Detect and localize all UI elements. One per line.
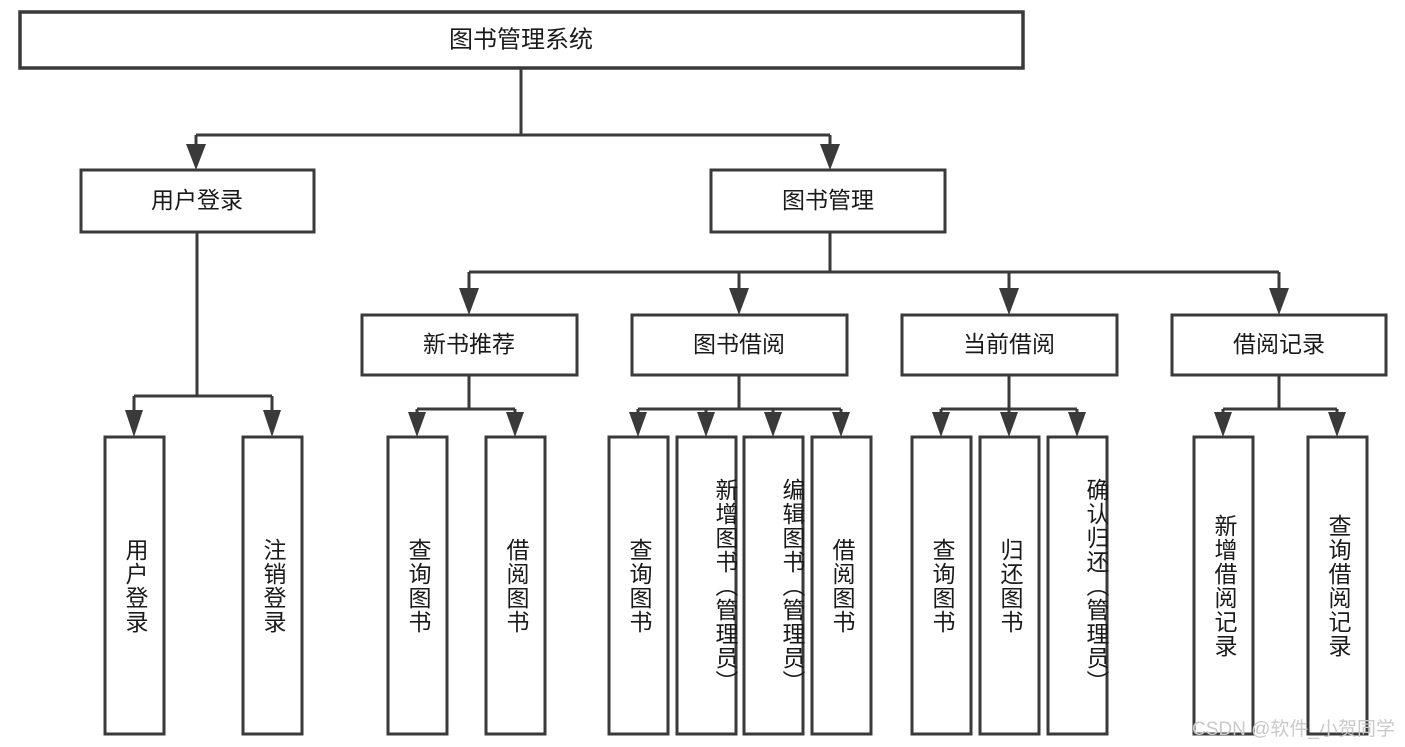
edge-group-bookmgmt-to-level3	[459, 232, 1289, 315]
csdn-watermark: CSDN @软件_小贺同学	[1192, 719, 1395, 740]
node-leaf-return-book-box[interactable]	[978, 435, 1041, 736]
node-leaf-user-login-box[interactable]	[103, 435, 166, 736]
node-new-book-recommend-box	[360, 313, 579, 377]
node-leaf-query-record-box[interactable]	[1306, 435, 1369, 736]
node-current-borrow-label: 当前借阅	[963, 331, 1055, 357]
edge-group-root-to-level2	[186, 68, 840, 170]
node-new-book-recommend-label: 新书推荐	[423, 331, 515, 357]
node-book-management-label: 图书管理	[782, 187, 874, 213]
arrow-head-leaf-query-book-3	[932, 412, 950, 437]
node-book-borrow[interactable]: 图书借阅	[630, 313, 849, 377]
node-book-management[interactable]: 图书管理	[709, 168, 947, 234]
node-book-borrow-box	[630, 313, 849, 377]
arrow-head-book-management	[820, 144, 840, 170]
arrow-head-leaf-add-book	[697, 412, 715, 437]
arrow-head-leaf-query-record	[1328, 412, 1346, 437]
arrow-head-leaf-borrow-book-2	[832, 412, 850, 437]
arrow-head-leaf-edit-book	[764, 412, 782, 437]
node-current-borrow[interactable]: 当前借阅	[900, 313, 1119, 377]
edge-group-recommend-to-leaves	[408, 375, 524, 437]
node-leaf-query-book-3-box[interactable]	[910, 435, 973, 736]
node-leaf-borrow-book-2-box[interactable]	[810, 435, 873, 736]
arrow-head-leaf-user-login	[125, 410, 143, 437]
node-borrow-record[interactable]: 借阅记录	[1170, 313, 1388, 377]
edge-group-userlogin-to-leaves	[125, 232, 281, 437]
node-borrow-record-box	[1170, 313, 1388, 377]
arrow-head-leaf-query-book-2	[629, 412, 647, 437]
node-book-management-box	[709, 168, 947, 234]
edge-group-bookborrow-to-leaves	[629, 375, 850, 437]
node-root-system[interactable]: 图书管理系统	[18, 10, 1025, 70]
arrow-head-leaf-logout-login	[263, 410, 281, 437]
node-leaf-logout-login-box[interactable]	[241, 435, 304, 736]
node-borrow-record-label: 借阅记录	[1233, 331, 1325, 357]
node-leaf-confirm-return-box[interactable]	[1046, 435, 1109, 736]
arrow-head-borrow-record	[1269, 288, 1289, 315]
node-book-borrow-label: 图书借阅	[693, 331, 785, 357]
arrow-head-leaf-borrow-book-1	[506, 412, 524, 437]
node-new-book-recommend[interactable]: 新书推荐	[360, 313, 579, 377]
node-user-login-label: 用户登录	[151, 187, 243, 213]
edge-group-currentborrow-to-leaves	[932, 375, 1086, 437]
arrow-head-leaf-query-book-1	[408, 412, 426, 437]
leaf-boxes	[103, 435, 1369, 736]
node-leaf-add-record-box[interactable]	[1192, 435, 1255, 736]
node-user-login-box	[79, 168, 316, 234]
arrow-head-leaf-confirm-return	[1068, 412, 1086, 437]
node-root-label: 图书管理系统	[449, 26, 593, 53]
node-user-login[interactable]: 用户登录	[79, 168, 316, 234]
node-leaf-query-book-2-box[interactable]	[607, 435, 670, 736]
node-current-borrow-box	[900, 313, 1119, 377]
node-leaf-query-book-1-box[interactable]	[386, 435, 449, 736]
arrow-head-leaf-add-record	[1214, 412, 1232, 437]
node-leaf-add-book-box[interactable]	[675, 435, 738, 736]
arrow-head-leaf-return-book	[1000, 412, 1018, 437]
node-leaf-borrow-book-1-box[interactable]	[484, 435, 547, 736]
arrow-head-new-book-recommend	[459, 288, 479, 315]
node-leaf-edit-book-box[interactable]	[742, 435, 805, 736]
arrow-head-book-borrow	[729, 288, 749, 315]
arrow-head-current-borrow	[999, 288, 1019, 315]
node-root-box	[18, 10, 1025, 70]
arrow-head-user-login	[186, 144, 206, 170]
edge-group-borrowrecord-to-leaves	[1214, 375, 1346, 437]
